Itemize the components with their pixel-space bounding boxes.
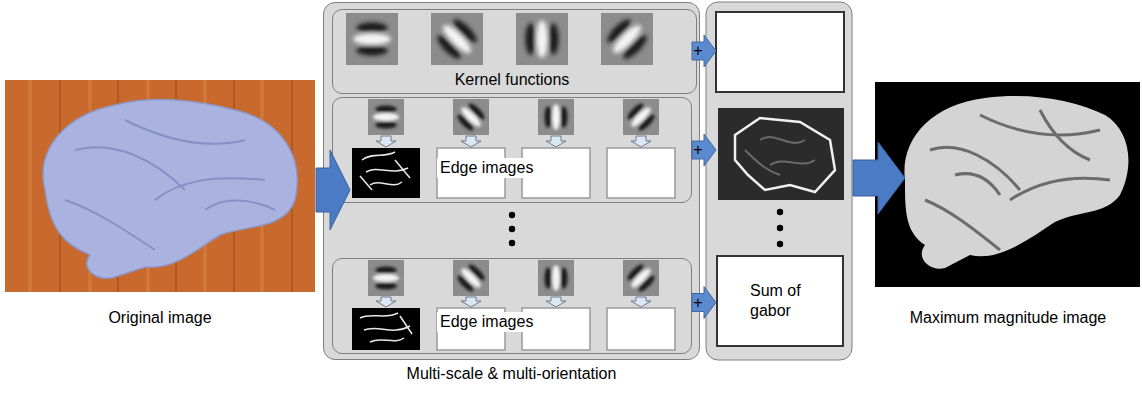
- plus-sign: +: [693, 41, 702, 61]
- gabor-kernel: [623, 99, 659, 135]
- gabor-kernel: [538, 260, 574, 296]
- big-arrow: [316, 150, 350, 230]
- edge-strokes: [360, 313, 412, 342]
- gabor-kernel: [453, 260, 489, 296]
- sum-box: Sum of gabor: [716, 255, 844, 347]
- edge-image: [352, 148, 420, 198]
- down-arrows: [376, 136, 651, 147]
- plus-sign: +: [693, 140, 702, 160]
- gabor-kernel: [623, 260, 659, 296]
- plus-sign: +: [693, 293, 702, 313]
- wood-floor: [5, 80, 315, 292]
- sum-panel: [706, 2, 852, 360]
- node-text: Edge images: [437, 312, 536, 332]
- cloth: [43, 100, 297, 279]
- node-text: Edge images: [437, 158, 536, 178]
- sum-arrow: [692, 35, 716, 67]
- edge-image: [437, 148, 505, 198]
- flow-arrows: [316, 142, 905, 230]
- ellipsis-dots: [509, 209, 783, 247]
- node-text: Multi-scale & multi-orientation: [324, 364, 699, 384]
- edge-image: [607, 308, 675, 350]
- sum-arrows: [692, 35, 716, 166]
- down-arrows: [376, 297, 651, 307]
- gabor-kernel: [538, 99, 574, 135]
- edge-strokes: [360, 152, 410, 190]
- edge-row-1: [352, 99, 675, 198]
- sum-arrow: [692, 287, 716, 319]
- edge-row-2: [352, 260, 675, 350]
- gabor-kernel: [368, 260, 404, 296]
- edge-image: [522, 308, 590, 350]
- node-text: Sum of gabor: [750, 281, 830, 321]
- sum-arrow: [692, 134, 716, 166]
- gabor-kernel: [346, 13, 398, 65]
- max-magnitude-image: [875, 82, 1140, 287]
- edge-image: [437, 308, 505, 350]
- edge-image: [522, 148, 590, 198]
- edge-image: [607, 148, 675, 198]
- gabor-sum-image: [718, 108, 844, 200]
- node-text: Kernel functions: [333, 70, 691, 90]
- edge-image: [352, 308, 420, 350]
- gabor-kernel: [516, 13, 568, 65]
- kernel-row: [346, 13, 653, 65]
- original-photo: [5, 80, 315, 292]
- image-caption: Maximum magnitude image: [910, 308, 1107, 328]
- gabor-kernel: [431, 13, 483, 65]
- gabor-kernel: [368, 99, 404, 135]
- image-caption: Original image: [108, 308, 211, 328]
- gabor-kernel: [453, 99, 489, 135]
- empty-sum-box: [716, 12, 844, 92]
- big-arrow: [853, 142, 905, 214]
- gabor-kernel: [601, 13, 653, 65]
